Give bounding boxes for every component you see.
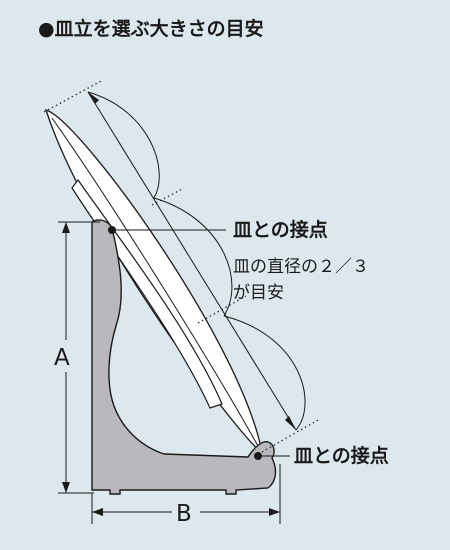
diameter-guide-1: [151, 187, 185, 206]
dim-a-arrow-top: [62, 222, 70, 233]
bottom-contact-label: 皿との接点: [294, 445, 389, 467]
plate: [45, 109, 263, 453]
diameter-guide-bottom: [261, 419, 319, 453]
diameter-arrow-bottom: [285, 416, 296, 430]
dimension-b: B: [91, 464, 281, 527]
diameter-guide-top: [43, 79, 104, 113]
third-arc-1: [87, 91, 160, 199]
plate-well: [51, 117, 259, 447]
dim-a-label: A: [54, 345, 70, 371]
dimension-a: A: [54, 221, 100, 494]
diagram-title: ●皿立を選ぶ大きさの目安: [38, 17, 264, 40]
plate-stand: [91, 219, 277, 495]
diameter-line: [87, 91, 297, 431]
diameter-arrow-top: [88, 92, 99, 104]
third-arc-3: [223, 315, 306, 431]
plate-rim: [45, 109, 263, 453]
ratio-label-line2: が目安: [233, 283, 284, 303]
top-contact-label: 皿との接点: [233, 219, 328, 241]
dim-a-arrow-bottom: [62, 482, 70, 493]
dim-b-arrow-right: [269, 508, 280, 516]
dim-b-arrow-left: [92, 508, 103, 516]
dim-b-label: B: [176, 501, 192, 527]
ratio-label-line1: 皿の直径の２／３: [233, 257, 369, 277]
third-arc-2: [153, 197, 233, 317]
